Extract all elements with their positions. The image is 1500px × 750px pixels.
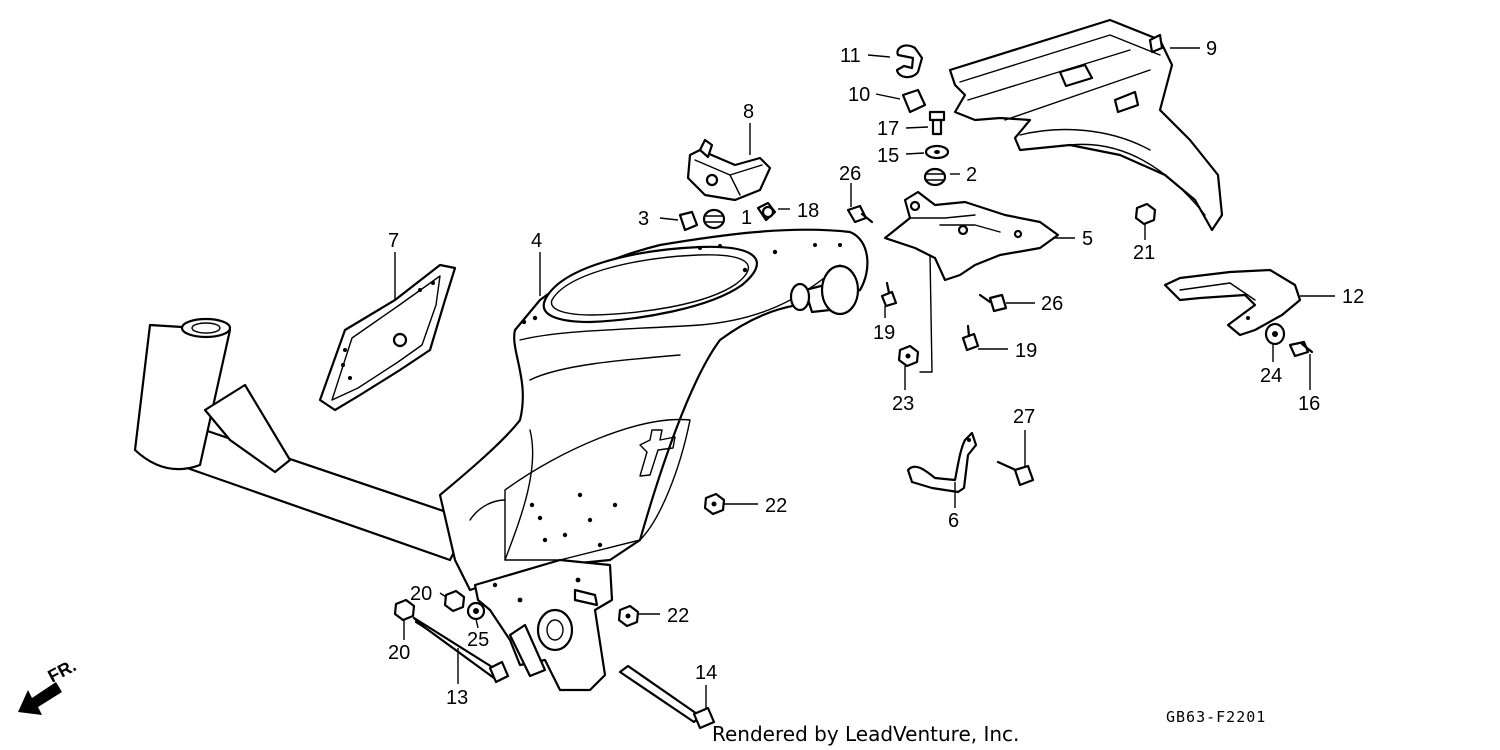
callout-10: 10 — [848, 84, 870, 106]
callout-numbers: 1 2 3 4 5 6 7 8 9 10 11 12 13 14 15 16 1… — [388, 38, 1364, 709]
callout-11: 11 — [840, 45, 861, 67]
inner-fender-bracket[interactable] — [883, 190, 1060, 373]
callout-13: 13 — [446, 687, 468, 709]
callout-2: 2 — [966, 164, 977, 186]
callout-9: 9 — [1206, 38, 1217, 60]
callout-4: 4 — [531, 230, 542, 252]
callout-17: 17 — [877, 118, 899, 140]
small-stay[interactable] — [906, 431, 978, 494]
callout-12: 12 — [1342, 286, 1364, 308]
callout-6: 6 — [948, 510, 959, 532]
callout-25: 25 — [467, 629, 489, 651]
front-direction-arrow: FR. — [18, 655, 79, 715]
callout-20a: 20 — [410, 583, 432, 605]
callout-27: 27 — [1013, 406, 1035, 428]
callout-19a: 19 — [873, 322, 895, 344]
callout-14: 14 — [695, 662, 717, 684]
callout-22b: 22 — [667, 605, 689, 627]
callout-5: 5 — [1082, 228, 1093, 250]
rear-fender[interactable] — [948, 18, 1224, 232]
callout-26b: 26 — [1041, 293, 1063, 315]
hardware — [393, 44, 1314, 730]
front-label: FR. — [44, 655, 79, 686]
callout-8: 8 — [743, 101, 754, 123]
render-credit: Rendered by LeadVenture, Inc. — [712, 722, 1019, 746]
callout-18: 18 — [797, 200, 819, 222]
callout-21: 21 — [1133, 242, 1155, 264]
callout-15: 15 — [877, 145, 899, 167]
leader-lines — [394, 47, 1335, 708]
callout-22a: 22 — [765, 495, 787, 517]
diagram-code: GB63-F2201 — [1166, 708, 1266, 726]
callout-23: 23 — [892, 393, 914, 415]
side-plate[interactable] — [318, 263, 457, 412]
callout-16: 16 — [1298, 393, 1320, 415]
callout-20b: 20 — [388, 642, 410, 664]
callout-26a: 26 — [839, 163, 861, 185]
callout-3: 3 — [638, 208, 649, 230]
callout-1: 1 — [741, 207, 752, 229]
callout-19b: 19 — [1015, 340, 1037, 362]
upper-bracket[interactable] — [686, 138, 772, 202]
callout-24: 24 — [1260, 365, 1282, 387]
rear-grab-cover[interactable] — [1163, 268, 1302, 337]
frame-body[interactable] — [133, 228, 869, 692]
callout-7: 7 — [388, 230, 399, 252]
